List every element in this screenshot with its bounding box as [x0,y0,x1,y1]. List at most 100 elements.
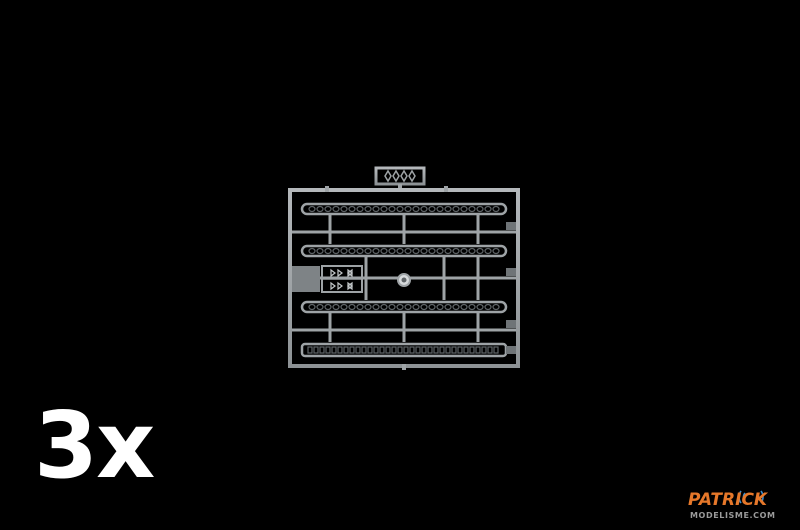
sprue-link [340,303,348,311]
sprue-link [476,247,484,255]
quantity-label: 3x [34,392,155,499]
sprue-link [439,346,445,354]
sprue-link [409,346,415,354]
sprue-link [460,205,468,213]
sprue-link [331,346,337,354]
sprue-link [428,247,436,255]
sprue-link [460,247,468,255]
sprue-link [391,346,397,354]
sprue-link [412,247,420,255]
sprue-link [372,303,380,311]
sprue-link [484,247,492,255]
sprue-link [324,205,332,213]
sprue-tab [374,166,426,190]
sprue-link [428,303,436,311]
sprue-link [332,247,340,255]
part-row-1 [292,202,516,244]
sprue-link [396,303,404,311]
sprue-link [348,205,356,213]
sprue-link [468,247,476,255]
signal-icon [738,490,764,504]
sprue-link [433,346,439,354]
sprue-link [380,303,388,311]
sprue-link [468,303,476,311]
sprue-link [388,303,396,311]
sprue-link [484,205,492,213]
sprue-link [332,205,340,213]
sprue-nubs [325,186,448,370]
sprue-link [348,303,356,311]
sprue-link [403,346,409,354]
sprue-link [444,303,452,311]
sprue-link [388,247,396,255]
sprue-link [452,205,460,213]
sprue-link [412,303,420,311]
sprue-link [445,346,451,354]
watermark-brand: PATRICK [688,490,768,510]
sprue-link [492,205,500,213]
sprue-link [487,346,493,354]
sprue-link [420,205,428,213]
sprue-link [396,247,404,255]
sprue-link [427,346,433,354]
sprue-link [316,303,324,311]
sprue-link [452,247,460,255]
sprue-link [460,303,468,311]
sprue-link [421,346,427,354]
sprue-link [476,303,484,311]
sprue-link [356,303,364,311]
sprue-link [308,247,316,255]
sprue-link [492,303,500,311]
sprue-link [324,247,332,255]
sprue-link [380,205,388,213]
sprue-link [356,205,364,213]
sprue-link [372,247,380,255]
sprue-link [307,346,313,354]
sprue-link [444,205,452,213]
sprue-link [415,346,421,354]
sprue-link [388,205,396,213]
sprue-link [364,205,372,213]
watermark-site: MODELISME.COM [690,511,776,520]
sprue-link [484,303,492,311]
sprue-link [436,247,444,255]
sprue-link [436,303,444,311]
sprue-link [372,205,380,213]
sprue-link [444,247,452,255]
sprue-link [457,346,463,354]
sprue-link [451,346,457,354]
sprue-link [348,247,356,255]
sprue-link [380,247,388,255]
sprue-link [324,303,332,311]
sprue-link [325,346,331,354]
sprue-link [343,346,349,354]
sprue-link [404,205,412,213]
part-row-3 [292,300,516,342]
sprue-link [475,346,481,354]
sprue-link [397,346,403,354]
sprue-link [364,303,372,311]
sprue-link [364,247,372,255]
sprue-center-gate [397,273,411,287]
sprue-link [319,346,325,354]
sprue-link [469,346,475,354]
sprue-link [373,346,379,354]
sprue-link [367,346,373,354]
sprue-link [356,247,364,255]
sprue-link [308,205,316,213]
sprue-link [404,247,412,255]
sprue-link [379,346,385,354]
sprue-link [404,303,412,311]
sprue-link [493,346,499,354]
sprue-link [361,346,367,354]
sprue-link [340,205,348,213]
sprue-link [468,205,476,213]
sprue-link [332,303,340,311]
sprue-link [452,303,460,311]
sprue-link [420,247,428,255]
sprue-link [428,205,436,213]
sprue-link [481,346,487,354]
sprue-link [463,346,469,354]
